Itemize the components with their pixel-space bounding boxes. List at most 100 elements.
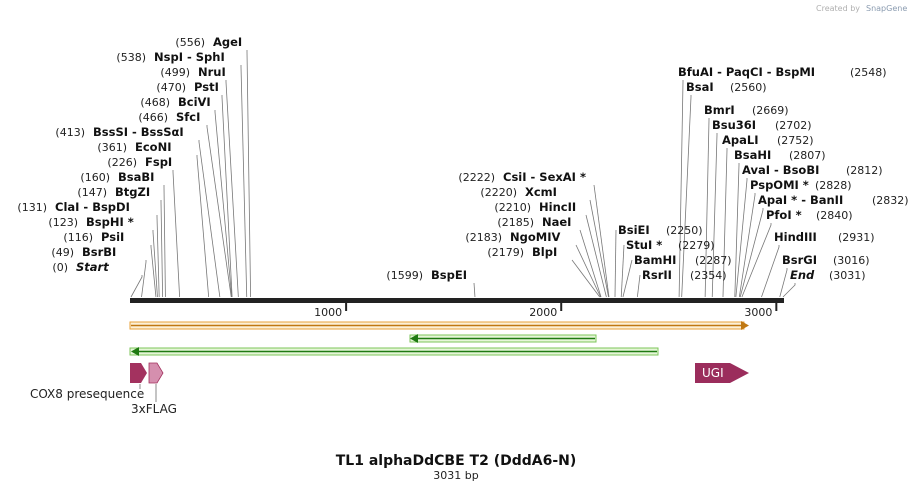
site-position: (2807) xyxy=(789,149,826,162)
site-name: EcoNI xyxy=(135,140,171,154)
site-name: BciVI xyxy=(178,95,211,109)
site-label-apai[interactable]: ApaI * - BanII(2832) xyxy=(758,193,909,207)
site-name: NaeI xyxy=(542,215,571,229)
site-name: StuI * xyxy=(626,238,662,252)
site-name: BsaBI xyxy=(118,170,154,184)
site-label-nrui[interactable]: (499)NruI xyxy=(160,65,225,79)
site-name: CsiI - SexAI * xyxy=(503,170,586,184)
site-label-hindiii[interactable]: HindIII(2931) xyxy=(774,230,875,244)
site-label-bmri[interactable]: BmrI(2669) xyxy=(704,103,789,117)
site-label-bamhi[interactable]: BamHI(2287) xyxy=(634,253,732,267)
site-label-bsu36i[interactable]: Bsu36I(2702) xyxy=(712,118,812,132)
site-label-hincii[interactable]: (2210)HincII xyxy=(494,200,576,214)
site-labels: (556) AgeI(538)NspI - SphI(499)NruI(470)P… xyxy=(17,35,908,282)
site-label-start[interactable]: (0)Start xyxy=(52,260,109,274)
site-label-bsiei[interactable]: BsiEI(2250) xyxy=(618,223,703,237)
site-line xyxy=(779,268,788,298)
site-position: (123) xyxy=(48,216,78,229)
site-name: ClaI - BspDI xyxy=(55,200,130,214)
site-position: (2548) xyxy=(850,66,887,79)
site-label-btgzi[interactable]: (147)BtgZI xyxy=(77,185,150,199)
dna-backbone xyxy=(130,298,784,303)
site-label-econi[interactable]: (361) EcoNI xyxy=(97,140,171,154)
site-label-bfuai[interactable]: BfuAI - PaqCI - BspMI(2548) xyxy=(678,65,887,79)
site-name: NgoMIV xyxy=(510,230,560,244)
site-label-pspomi[interactable]: PspOMI *(2828) xyxy=(750,178,852,192)
site-name: HincII xyxy=(539,200,576,214)
site-position: (538) xyxy=(116,51,146,64)
site-label-rsrii[interactable]: RsrII(2354) xyxy=(642,268,727,282)
site-name: BspHI * xyxy=(86,215,134,229)
site-label-csii[interactable]: (2222) CsiI - SexAI * xyxy=(458,170,586,184)
site-name: BssSI - BssSαI xyxy=(93,125,184,139)
site-label-bspei[interactable]: (1599) BspEI xyxy=(386,268,467,282)
site-label-pfoi[interactable]: PfoI *(2840) xyxy=(766,208,853,222)
site-line xyxy=(681,95,692,298)
site-name: AgeI xyxy=(213,35,242,49)
site-label-bcivi[interactable]: (468)BciVI xyxy=(140,95,210,109)
site-name: NruI xyxy=(198,65,226,79)
site-label-agei[interactable]: (556) AgeI xyxy=(175,35,242,49)
site-label-xcmi[interactable]: (2220)XcmI xyxy=(480,185,557,199)
site-position: (361) xyxy=(97,141,127,154)
site-position: (0) xyxy=(52,261,68,274)
site-label-bsphi[interactable]: (123) BspHI * xyxy=(48,215,133,229)
site-position: (1599) xyxy=(386,269,423,282)
site-position: (2669) xyxy=(752,104,789,117)
site-position: (2752) xyxy=(777,134,814,147)
site-label-stui[interactable]: StuI *(2279) xyxy=(626,238,715,252)
site-position: (116) xyxy=(63,231,93,244)
site-line xyxy=(734,163,740,298)
site-label-blpi[interactable]: (2179)BlpI xyxy=(487,245,557,259)
site-line xyxy=(571,259,601,298)
site-label-bsrgi[interactable]: BsrGI(3016) xyxy=(782,253,870,267)
site-label-bsabi[interactable]: (160)BsaBI xyxy=(80,170,154,184)
site-position: (2560) xyxy=(730,81,767,94)
cox8-presequence-feature[interactable] xyxy=(130,363,147,383)
site-position: (466) xyxy=(138,111,168,124)
site-name: ApaI * - BanII xyxy=(758,193,843,207)
orf-reverse-green-long[interactable] xyxy=(129,347,659,356)
site-name: BamHI xyxy=(634,253,676,267)
site-lines xyxy=(130,50,796,298)
site-position: (2185) xyxy=(497,216,534,229)
ugi-feature[interactable] xyxy=(695,363,749,383)
site-position: (49) xyxy=(51,246,74,259)
site-label-apali[interactable]: ApaLI(2752) xyxy=(722,133,814,147)
site-label-bsrbi[interactable]: (49)BsrBI xyxy=(51,245,116,259)
site-line xyxy=(152,230,158,298)
site-name: BspEI xyxy=(431,268,467,282)
site-label-bsai[interactable]: BsaI(2560) xyxy=(686,80,767,94)
site-label-naei[interactable]: (2185) NaeI xyxy=(497,215,571,229)
site-label-end[interactable]: End(3031) xyxy=(790,268,866,282)
site-label-clai[interactable]: (131)ClaI - BspDI xyxy=(17,200,129,214)
site-label-sfci[interactable]: (466)SfcI xyxy=(138,110,200,124)
site-line xyxy=(141,260,147,298)
site-position: (2702) xyxy=(775,119,812,132)
site-position: (147) xyxy=(77,186,107,199)
site-line xyxy=(620,244,625,298)
site-label-psii[interactable]: (116)PsiI xyxy=(63,230,124,244)
site-line xyxy=(761,245,780,298)
site-label-bsssi[interactable]: (413)BssSI - BssSαI xyxy=(55,125,183,139)
snapgene-brand: SnapGene xyxy=(866,4,907,13)
site-line xyxy=(156,215,160,298)
site-position: (3016) xyxy=(833,254,870,267)
orf-reverse-green-short[interactable] xyxy=(409,334,597,343)
site-line xyxy=(225,80,239,298)
site-label-bsahi[interactable]: BsaHI(2807) xyxy=(734,148,826,162)
site-label-psti[interactable]: (470)PstI xyxy=(156,80,218,94)
site-position: (2179) xyxy=(487,246,524,259)
flag-feature[interactable] xyxy=(148,362,164,384)
site-label-fspi[interactable]: (226)FspI xyxy=(107,155,172,169)
axis-tick-label: 1000 xyxy=(314,306,342,319)
site-line xyxy=(172,170,181,298)
orf-forward-orange[interactable] xyxy=(129,321,749,330)
site-label-nspi[interactable]: (538)NspI - SphI xyxy=(116,50,224,64)
site-label-avai[interactable]: AvaI - BsoBI(2812) xyxy=(742,163,883,177)
site-line xyxy=(196,155,210,298)
site-position: (2222) xyxy=(458,171,495,184)
site-position: (556) xyxy=(175,36,205,49)
site-label-ngomiv[interactable]: (2183)NgoMIV xyxy=(465,230,560,244)
